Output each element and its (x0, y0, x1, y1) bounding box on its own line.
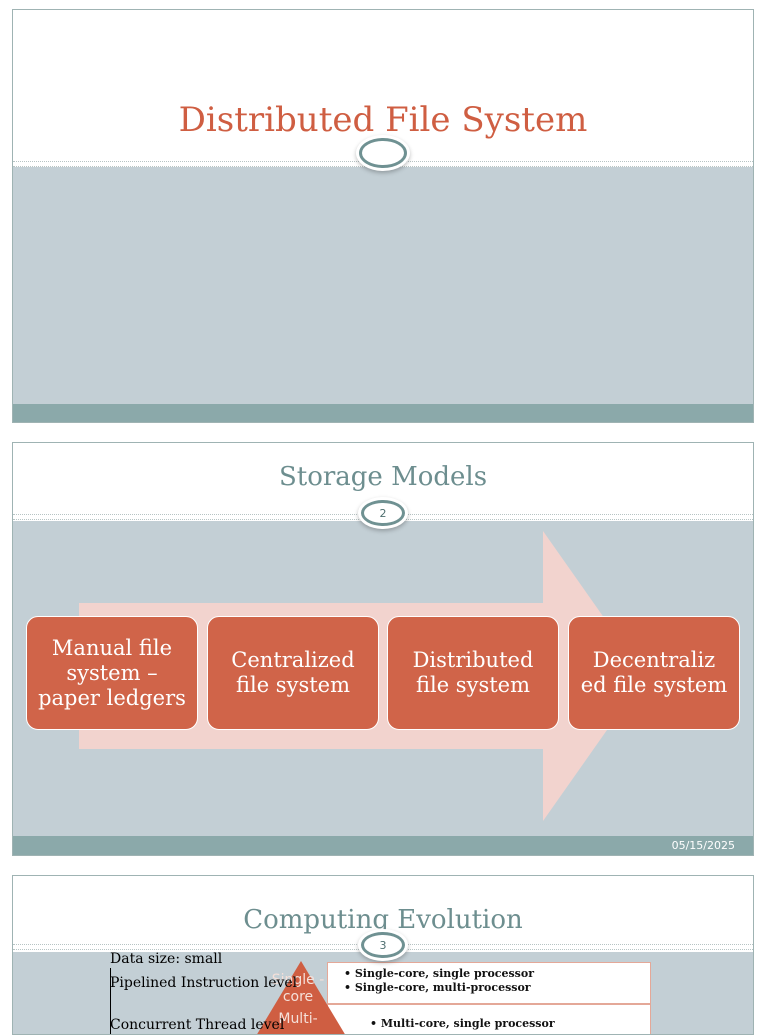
process-step-manual: Manual file system – paper ledgers (26, 616, 198, 730)
slide-footer-bar (13, 836, 753, 855)
overlay-pipelined: Pipelined Instruction level (110, 975, 298, 991)
slide-title: Storage Models (278, 462, 488, 492)
pyramid-tier-label: Single -core (271, 972, 325, 1005)
slide-footer-bar (13, 404, 753, 422)
slide-1: Distributed File System (12, 9, 754, 423)
overlay-data-size: Data size: small (110, 951, 223, 967)
list-item: • Single-core, single processor (344, 967, 535, 980)
slide-3: Computing Evolution • Single-core, singl… (12, 875, 754, 1035)
slide-number-badge: 2 (361, 500, 405, 526)
list-item: • Multi-core, single processor (370, 1017, 555, 1030)
slide-2: Storage Models Manual file system – pape… (12, 442, 754, 856)
process-step-centralized: Centralized file system (207, 616, 379, 730)
slide-number-badge (359, 138, 407, 168)
overlay-concurrent: Concurrent Thread level (110, 1017, 285, 1033)
slide-title: Computing Evolution (243, 905, 523, 935)
slide-number-badge: 3 (361, 932, 405, 958)
pyramid-tier-label: Multi- (278, 1011, 318, 1027)
slide-title: Distributed File System (178, 100, 588, 140)
process-step-distributed: Distributed file system (387, 616, 559, 730)
overlay-bracket-line (110, 968, 111, 1034)
slide-date: 05/15/2025 (671, 839, 735, 852)
pyramid-level-box: • Multi-core, single processor (327, 1004, 651, 1034)
list-item: • Single-core, multi-processor (344, 981, 531, 994)
pyramid-level-box: • Single-core, single processor • Single… (327, 962, 651, 1004)
slide-body (13, 167, 753, 412)
pyramid-icon (257, 961, 345, 1034)
process-step-decentralized: Decentraliz ed file system (568, 616, 740, 730)
